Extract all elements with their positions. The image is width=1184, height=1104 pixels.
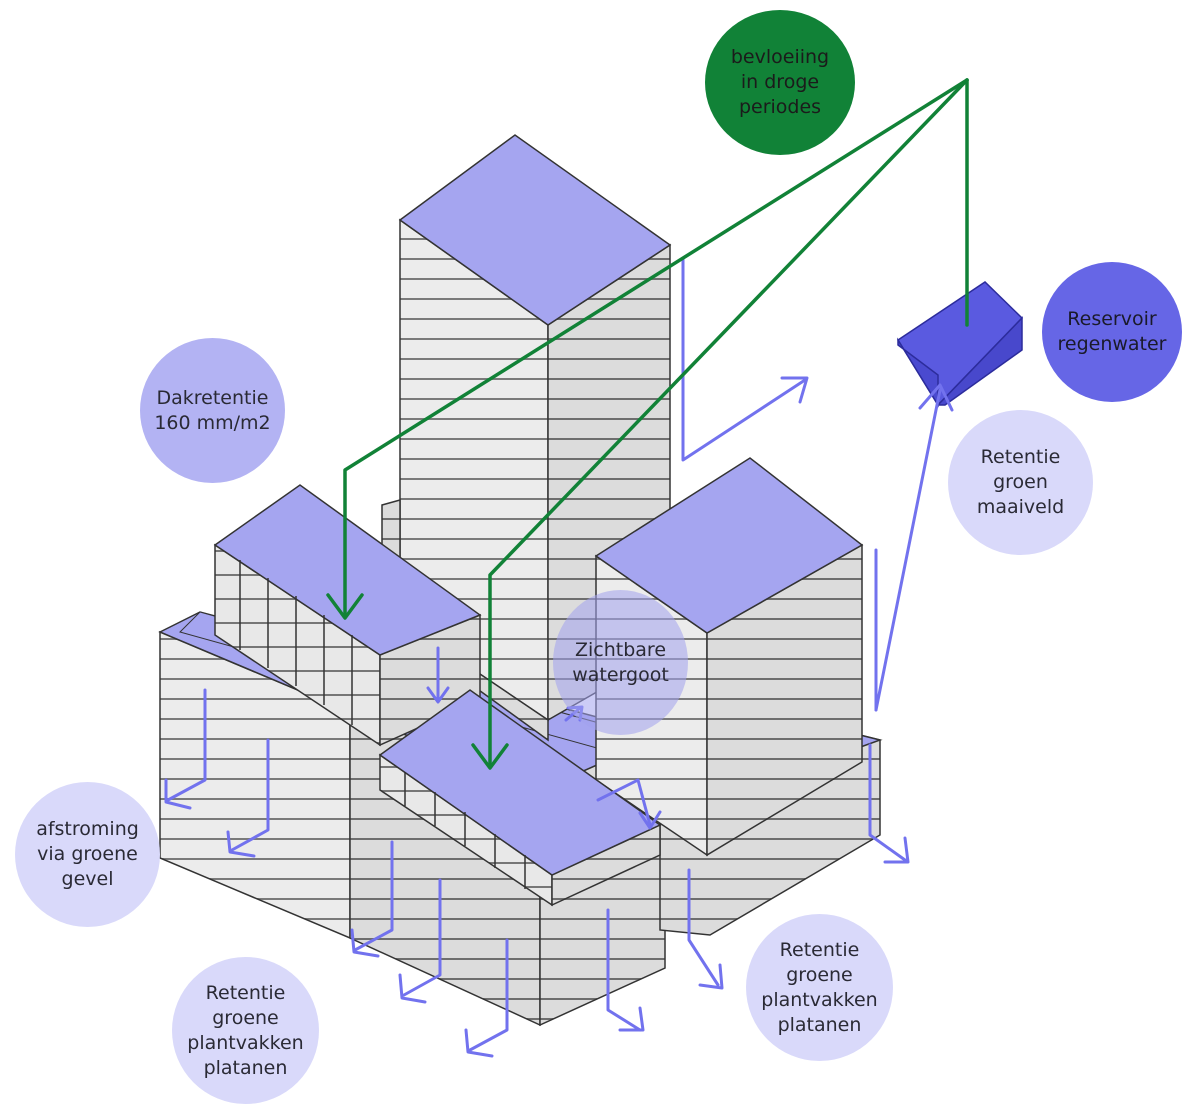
- reservoir-bubble: Reservoir regenwater: [1042, 262, 1182, 402]
- water-flow-arrows: [164, 256, 954, 1058]
- visible-gutter-bubble: Zichtbare watergoot: [553, 590, 688, 735]
- facade-runoff-bubble: afstroming via groene gevel: [15, 782, 160, 927]
- stepped-block-front: [378, 689, 662, 907]
- planters-right-bubble: Retentie groene plantvakken platanen: [746, 914, 893, 1061]
- ground-retention-bubble: Retentie groen maaiveld: [948, 410, 1093, 555]
- planters-left-bubble: Retentie groene plantvakken platanen: [172, 957, 319, 1104]
- irrigation-lines: [326, 78, 969, 770]
- stepped-block-back: [213, 484, 482, 747]
- irrigation-bubble: bevloeiing in droge periodes: [705, 10, 855, 155]
- roof-retention-bubble: Dakretentie 160 mm/m2: [140, 338, 285, 483]
- reservoir-tank: [896, 281, 1024, 408]
